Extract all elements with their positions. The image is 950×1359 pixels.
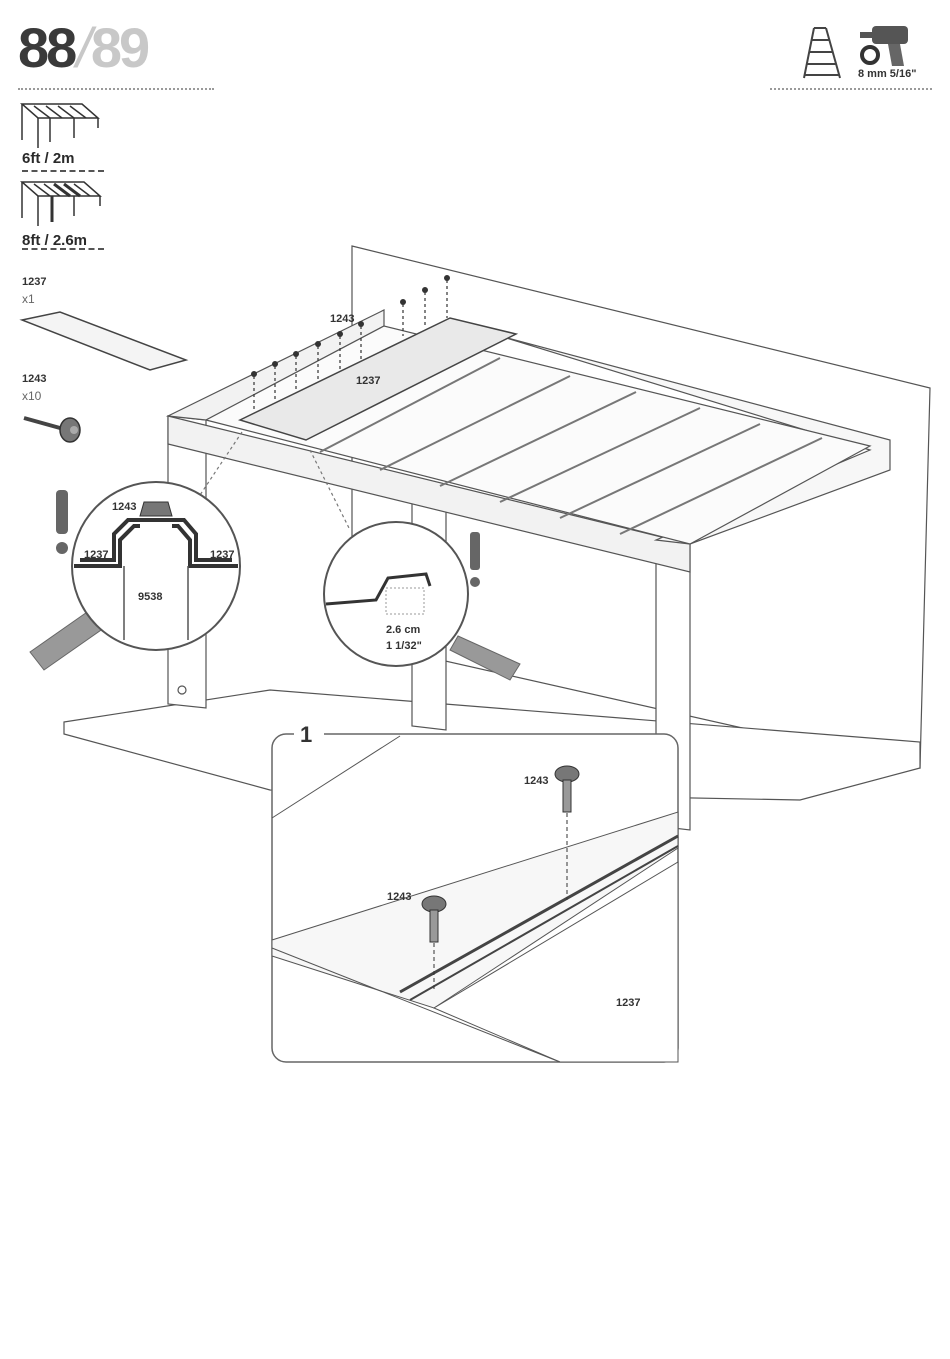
size-thumbnail-8ft (22, 182, 100, 226)
part-1237-id: 1237 (22, 276, 46, 288)
part-1237-thumbnail (22, 312, 186, 370)
part-1243-qty: x10 (22, 389, 41, 403)
drill-bit-size: 8 mm 5/16" (858, 68, 916, 80)
detail-left-panel-right-label: 1237 (210, 549, 234, 561)
size-rule-8ft (22, 248, 104, 250)
size-thumbnail-6ft (22, 104, 98, 148)
inset-panel-label: 1237 (616, 997, 640, 1009)
size-label-8ft: 8ft / 2.6m (22, 232, 87, 249)
detail-left-beam-label: 9538 (138, 591, 162, 603)
size-label-6ft: 6ft / 2m (22, 150, 75, 167)
detail-right-imperial-label: 1 1/32" (386, 640, 422, 652)
inset-step-number: 1 (300, 722, 312, 747)
part-1237-qty: x1 (22, 292, 35, 306)
detail-left-screw-label: 1243 (112, 501, 136, 513)
main-panel-label: 1237 (356, 375, 380, 387)
size-rule-6ft (22, 170, 104, 172)
ladder-icon (804, 28, 840, 78)
step-inset (272, 722, 678, 1062)
inset-screw-b-label: 1243 (387, 891, 411, 903)
part-1243-id: 1243 (22, 373, 46, 385)
main-screw-label: 1243 (330, 313, 354, 325)
drill-icon (860, 26, 908, 66)
inset-screw-a-label: 1243 (524, 775, 548, 787)
detail-left-panel-left-label: 1237 (84, 549, 108, 561)
detail-right-metric-label: 2.6 cm (386, 624, 420, 636)
part-1243-screw-icon (24, 418, 80, 442)
